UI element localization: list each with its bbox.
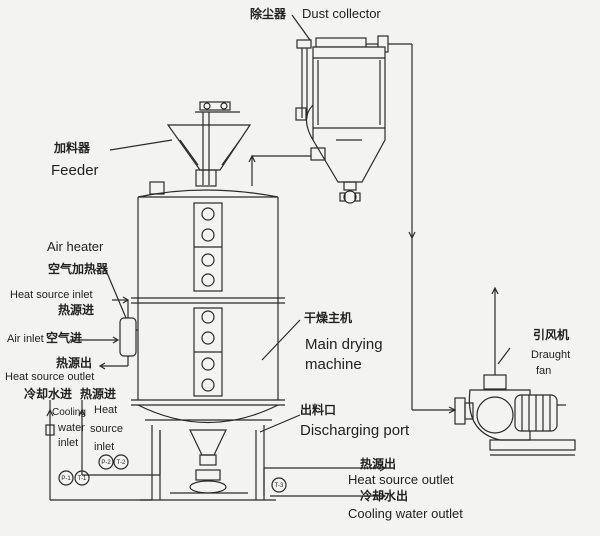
heat-outlet-bottom-label-en: Heat source outlet xyxy=(348,472,454,487)
gauge-t3: T-3 xyxy=(275,483,284,489)
cooling-water-inlet-label-cn: 冷却水进 xyxy=(24,387,73,401)
air-inlet-label-en: Air inlet xyxy=(7,333,44,345)
inlet-label: inlet xyxy=(58,437,79,449)
gauge-p2: P-2 xyxy=(101,460,111,466)
water-label: water xyxy=(58,422,85,434)
main-dryer-label-en-1: Main drying xyxy=(305,336,383,353)
draught-fan-label-cn: 引风机 xyxy=(533,328,570,342)
discharge-label-cn: 出料口 xyxy=(300,403,337,417)
inlet-label-2: inlet xyxy=(94,441,115,453)
gauge-t2: T-2 xyxy=(117,460,126,466)
cooling-label: Cooling xyxy=(52,407,86,418)
main-dryer-label-cn: 干燥主机 xyxy=(304,311,353,325)
discharge-label-en: Discharging port xyxy=(300,422,410,439)
draught-fan xyxy=(454,286,576,456)
cooling-outlet-label-cn: 冷却水出 xyxy=(360,489,409,503)
heat-source-outlet-label-cn: 热源出 xyxy=(56,356,93,370)
feeder xyxy=(166,101,252,187)
heat-source-inlet-label-en: Heat source inlet xyxy=(10,289,93,301)
air-heater-label-cn: 空气加热器 xyxy=(48,262,109,276)
air-heater xyxy=(119,300,138,366)
feeder-label-en: Feeder xyxy=(51,162,99,179)
heat-source-inlet-label-cn-2: 热源进 xyxy=(80,387,117,401)
main-drying-machine xyxy=(131,181,285,501)
gauge-p1: P-1 xyxy=(61,476,71,482)
dust-collector xyxy=(295,35,389,204)
gauge-t1: T-1 xyxy=(78,476,87,482)
draught-fan-label-en-2: fan xyxy=(536,365,552,377)
source-label: source xyxy=(90,423,124,435)
heat-source-inlet-label-cn: 热源进 xyxy=(58,303,95,317)
feeder-label-cn: 加料器 xyxy=(54,141,91,155)
air-heater-label-en: Air heater xyxy=(47,239,104,254)
air-inlet-label-cn: 空气进 xyxy=(46,331,83,345)
heat-outlet-bottom-label-cn: 热源出 xyxy=(360,457,397,471)
main-dryer-label-en-2: machine xyxy=(305,356,362,373)
dust-collector-label-cn: 除尘器 xyxy=(250,7,287,21)
cooling-outlet-label-en: Cooling water outlet xyxy=(348,506,463,521)
heat-label: Heat xyxy=(94,404,118,416)
heat-source-outlet-label-en: Heat source outlet xyxy=(5,371,95,383)
dust-collector-label-en: Dust collector xyxy=(302,6,381,21)
draught-fan-label-en-1: Draught xyxy=(531,349,571,361)
